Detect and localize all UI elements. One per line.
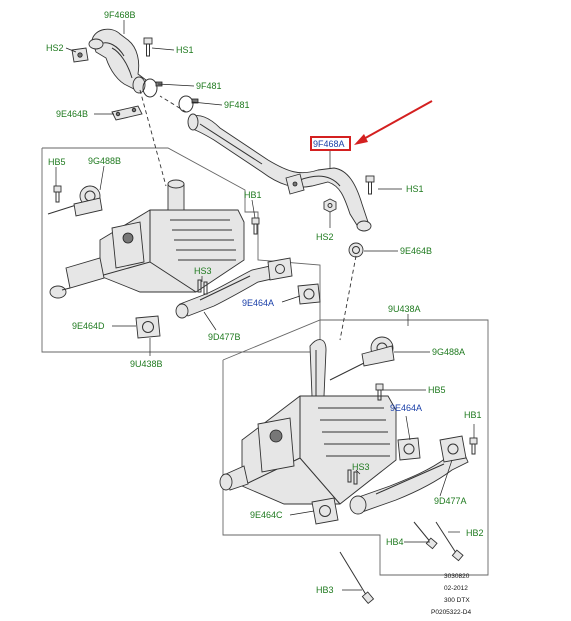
bolt-hs1-top (143, 37, 153, 57)
footer-line4: P0205322-D4 (431, 609, 471, 616)
pipe-9d477a (349, 435, 469, 515)
label-hb3: HB3 (316, 585, 334, 595)
clamp-9f481-b (178, 95, 199, 113)
label-9e464a-left: 9E464A (242, 298, 274, 308)
frame-9u438a (222, 319, 489, 576)
label-9f468b: 9F468B (104, 10, 136, 20)
highlight-box-9f468a (310, 136, 351, 151)
footer-line3: 300 DTX (444, 597, 470, 604)
label-hs1-top: HS1 (176, 45, 194, 55)
dash-pipe-to-cooler-a (339, 255, 357, 341)
gasket-9e464b-left (111, 105, 143, 121)
label-hs2-right: HS2 (316, 232, 334, 242)
nut-hs2-right (323, 198, 337, 213)
gasket-9e464d (135, 315, 161, 339)
dash-hose-to-cooler-b (139, 89, 167, 187)
label-9d477a: 9D477A (434, 496, 467, 506)
bolt-hb2 (435, 521, 464, 562)
hose-9f468b (88, 28, 147, 94)
label-9e464b-right: 9E464B (400, 246, 432, 256)
bolt-hb4 (413, 521, 438, 550)
studs-hs3-left (197, 279, 208, 295)
label-9u438b: 9U438B (130, 359, 163, 369)
bolt-hb1-left (251, 217, 260, 235)
bolt-hs1-right (365, 175, 375, 195)
label-hb4: HB4 (386, 537, 404, 547)
label-hs3-right: HS3 (352, 462, 370, 472)
label-9d477b: 9D477B (208, 332, 241, 342)
bolt-hb1-right (469, 437, 478, 455)
label-9e464c: 9E464C (250, 510, 283, 520)
label-9e464b-left: 9E464B (56, 109, 88, 119)
label-9f481-a: 9F481 (196, 81, 222, 91)
dash-pipe-to-hose (159, 95, 187, 113)
gasket-9e464a-right (397, 437, 421, 461)
gasket-9e464b-right (348, 242, 364, 258)
pipe-9f468a (187, 113, 372, 232)
label-hb1-left: HB1 (244, 190, 262, 200)
frame-9u438b (41, 147, 321, 353)
bracket-hs2-top (71, 47, 89, 63)
label-hb1-right: HB1 (464, 410, 482, 420)
callout-arrowhead (354, 134, 368, 145)
label-9f481-b: 9F481 (224, 100, 250, 110)
label-hb5-right: HB5 (428, 385, 446, 395)
bolt-hb5-left (53, 185, 62, 203)
studs-hs3-right (347, 469, 358, 485)
egr-cooler-9u438b (49, 179, 245, 299)
label-hs3-left: HS3 (194, 266, 212, 276)
label-9f468a: 9F468A (313, 139, 345, 149)
bolt-hb3 (339, 551, 375, 605)
label-9u438a: 9U438A (388, 304, 421, 314)
leader-lines (55, 20, 475, 591)
label-9e464d: 9E464D (72, 321, 105, 331)
footer-line2: 02-2012 (444, 585, 468, 592)
callout-arrow (359, 100, 433, 142)
label-hs2-top: HS2 (46, 43, 64, 53)
footer-line1: 3030820 (444, 573, 470, 580)
actuator-9g488b (47, 185, 103, 217)
clamp-9f481-a (142, 78, 163, 98)
pipe-9d477b (175, 257, 293, 319)
label-9g488b: 9G488B (88, 156, 121, 166)
gasket-9e464c (311, 497, 339, 525)
gasket-9e464a-left (297, 283, 321, 305)
actuator-9g488a (329, 336, 395, 381)
label-9g488a: 9G488A (432, 347, 465, 357)
bolt-hb5-right (375, 383, 384, 401)
label-hs1-right: HS1 (406, 184, 424, 194)
label-hb5-left: HB5 (48, 157, 66, 167)
label-hb2: HB2 (466, 528, 484, 538)
label-9e464a-right: 9E464A (390, 403, 422, 413)
